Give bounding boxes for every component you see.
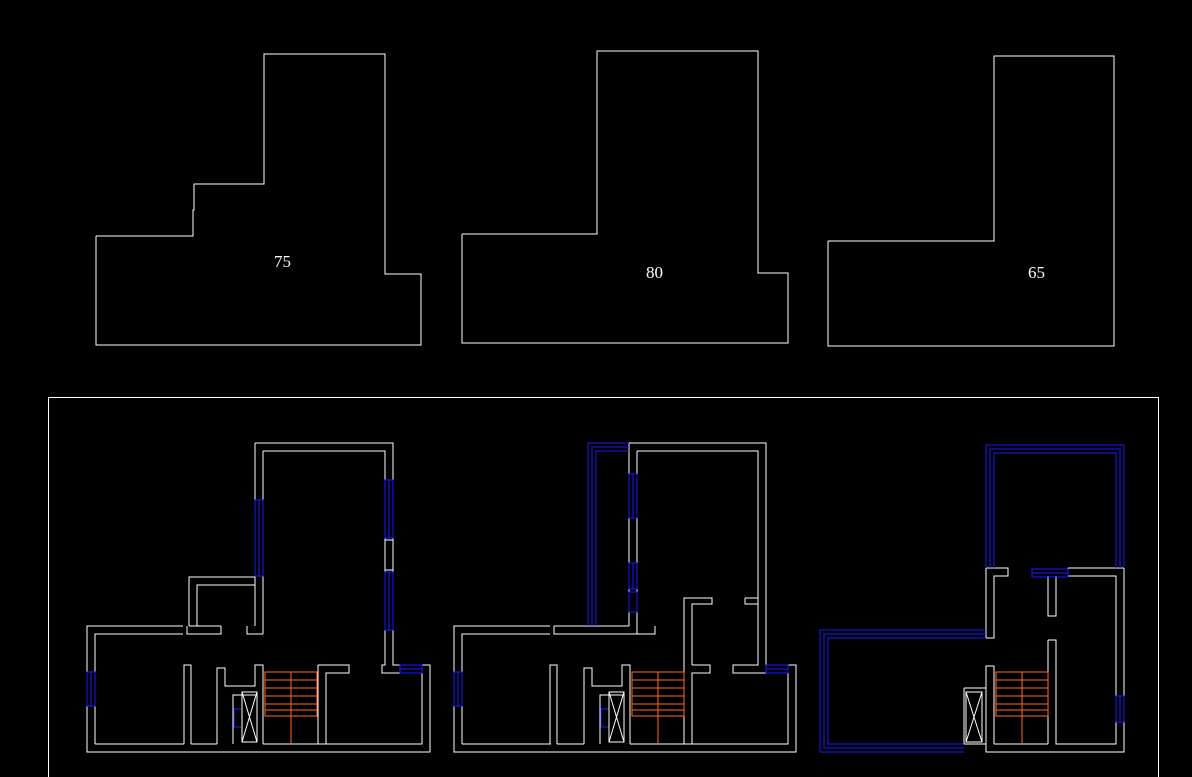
windows-plan-2	[453, 442, 789, 728]
area-label-plan-1: 75	[274, 252, 291, 271]
toilet-plan-2	[608, 691, 625, 743]
area-outline-plan-2: 80	[461, 50, 789, 344]
floor-plan-1	[86, 442, 431, 753]
toilet-plan-1	[241, 691, 258, 743]
walls-plan-3	[963, 567, 1125, 753]
staircase-plan-2	[631, 671, 685, 744]
floor-plan-3	[819, 444, 1125, 753]
staircase-plan-1	[264, 671, 318, 744]
area-outline-plan-1: 75	[95, 53, 422, 346]
windows-plan-1	[86, 479, 423, 728]
area-label-plan-3: 65	[1028, 263, 1045, 282]
windows-plan-3	[819, 444, 1125, 753]
staircase-plan-3	[995, 671, 1049, 744]
walls-plan-1	[86, 442, 431, 753]
drawing-frame	[48, 397, 1159, 777]
area-label-plan-2: 80	[646, 263, 663, 282]
area-outline-plan-3: 65	[827, 55, 1115, 347]
toilet-plan-3	[965, 691, 983, 743]
walls-plan-2	[453, 442, 797, 753]
floor-plan-2	[453, 442, 797, 753]
